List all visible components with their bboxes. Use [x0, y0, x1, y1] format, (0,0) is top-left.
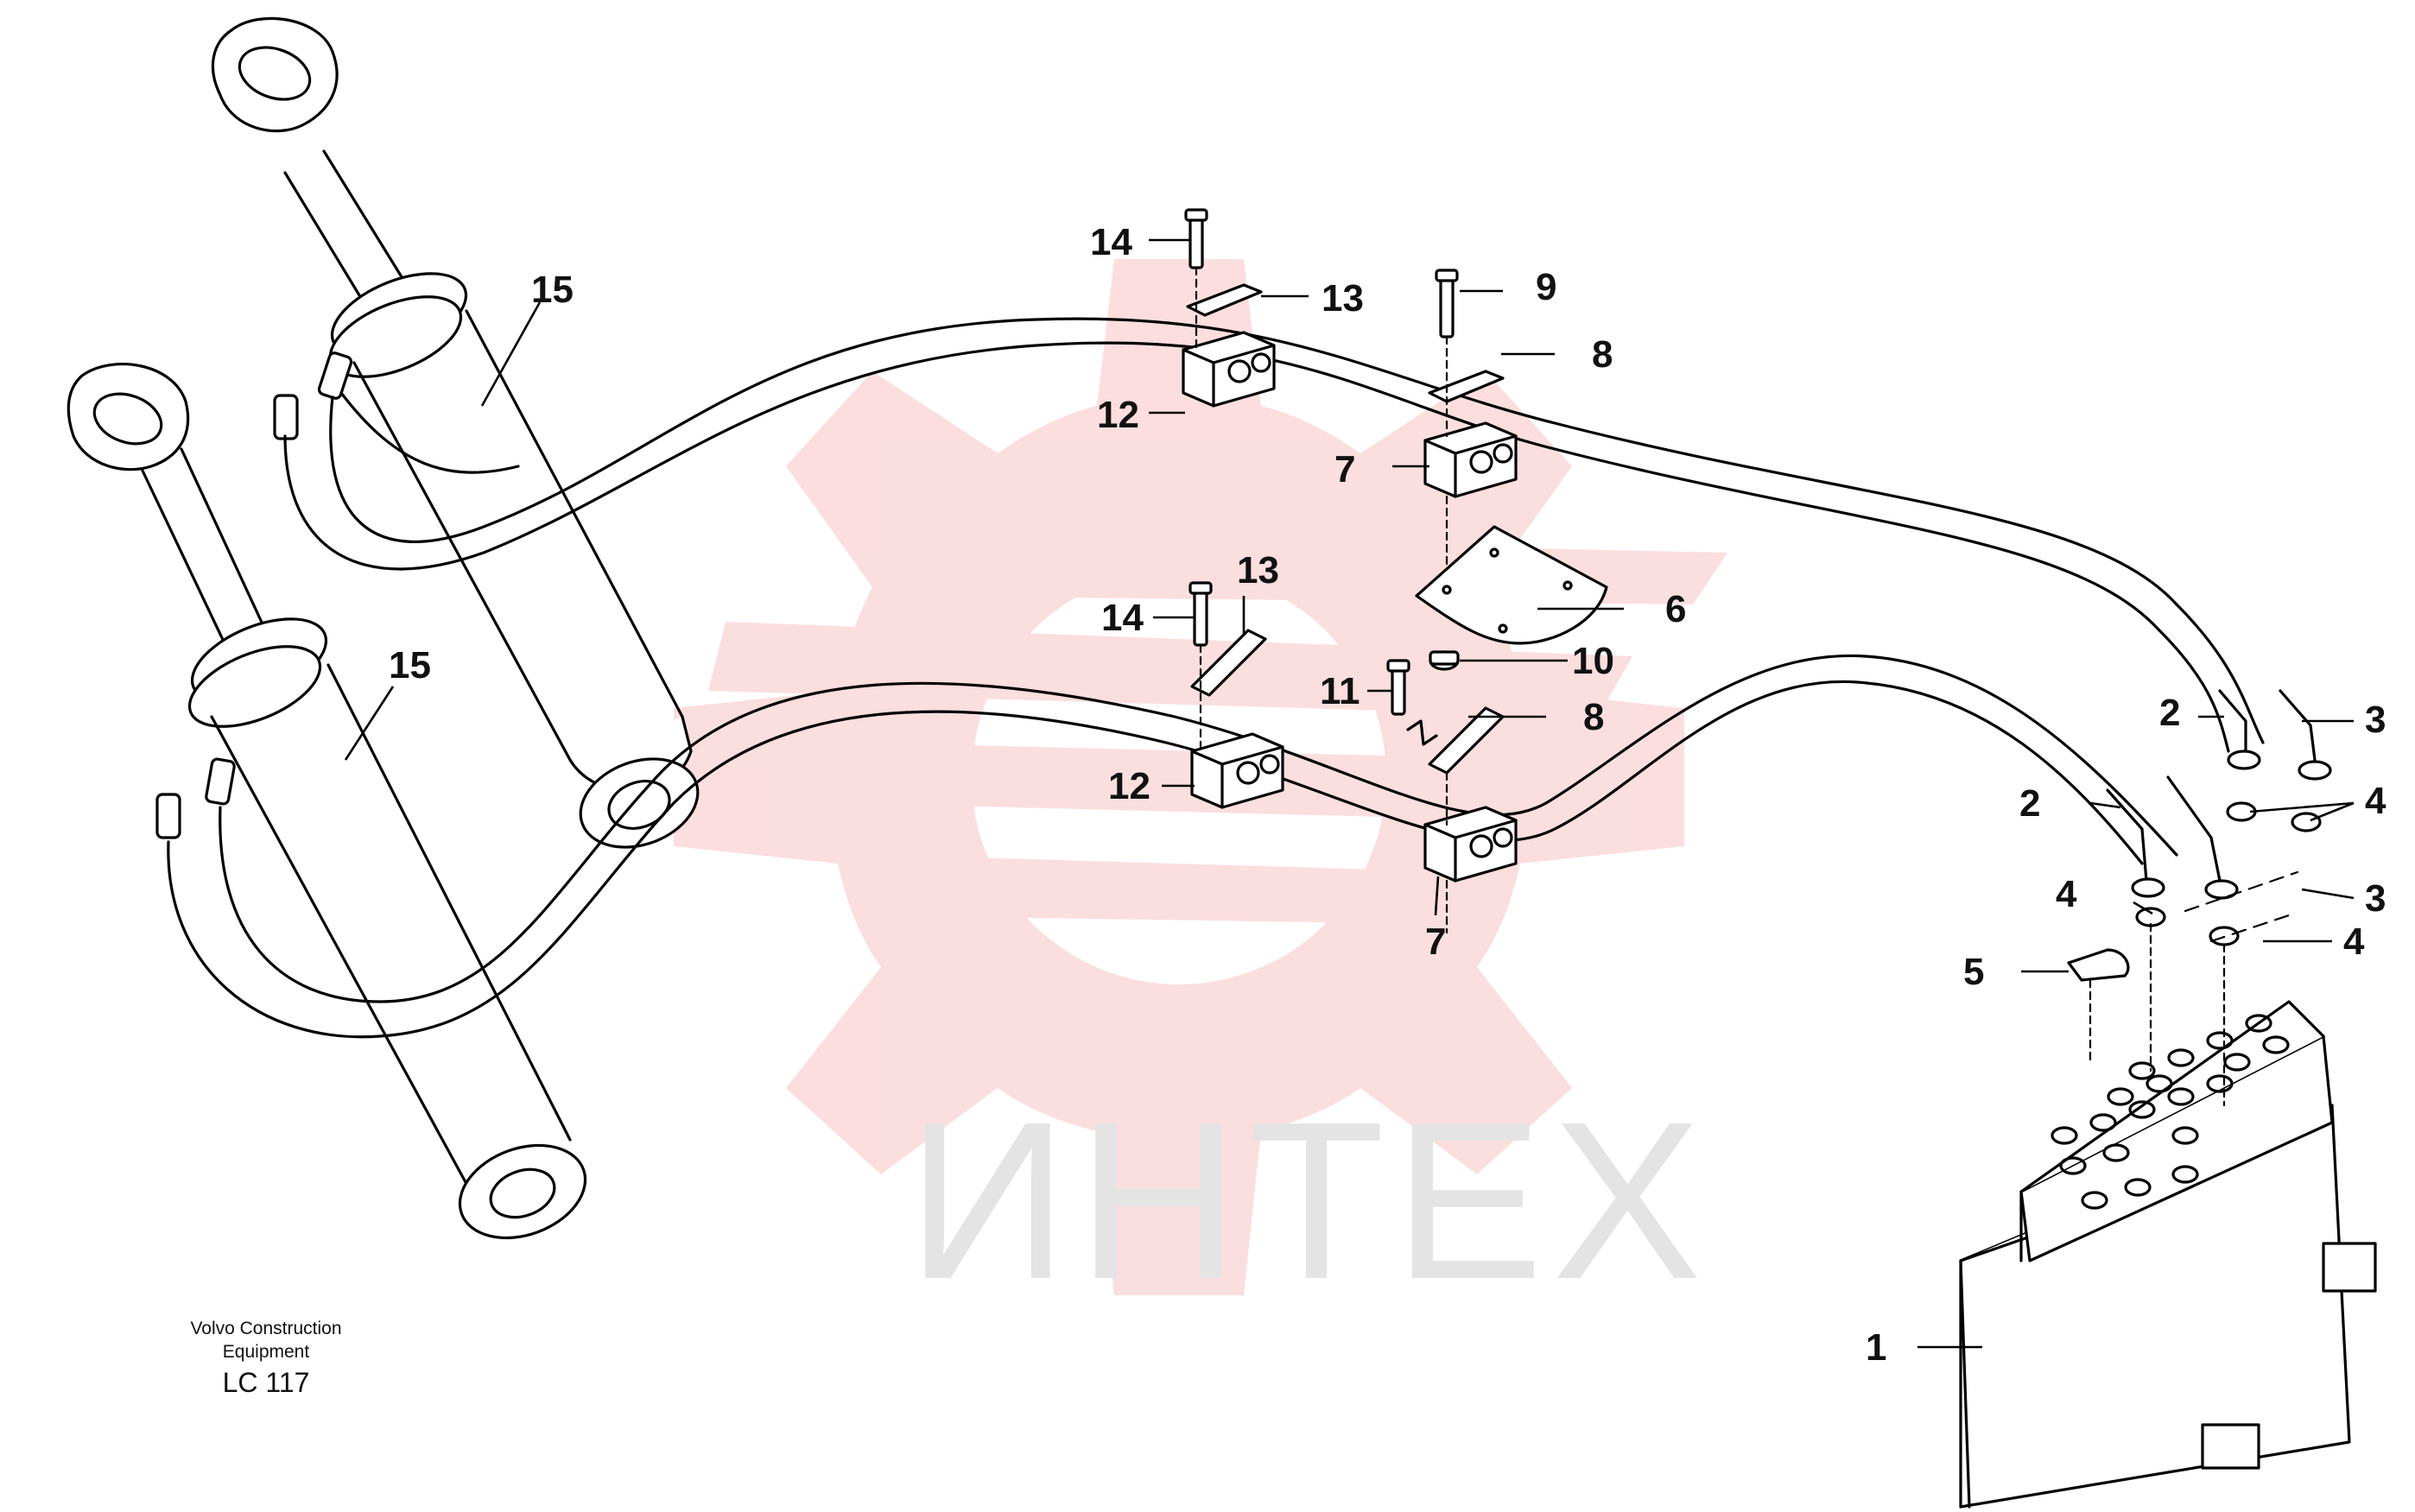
callout-3-lower: 3 — [2365, 877, 2386, 920]
callout-12-upper: 12 — [1097, 394, 1139, 436]
valve-ports — [2051, 1014, 2290, 1210]
callout-1: 1 — [1866, 1326, 1886, 1369]
caption-equipment: Equipment — [223, 1342, 310, 1362]
leader-lines — [344, 238, 2355, 1349]
watermark-text: ИНТЕХ — [907, 1076, 1710, 1326]
callout-10: 10 — [1572, 640, 1614, 682]
callout-12-lower: 12 — [1108, 765, 1150, 807]
callout-5: 5 — [1963, 951, 1984, 993]
callout-8-lower: 8 — [1583, 696, 1604, 738]
callout-14-upper: 14 — [1090, 221, 1132, 263]
drawing-caption: Volvo Construction Equipment LC 117 — [190, 1319, 341, 1398]
seal-rings — [2135, 801, 2322, 946]
callout-2-upper: 2 — [2159, 692, 2180, 734]
callout-4-lower: 4 — [2343, 920, 2365, 963]
callout-11: 11 — [1320, 670, 1360, 712]
clamp-assembly-upper-left — [1182, 208, 1276, 408]
cylinder-lower — [67, 363, 587, 1240]
callout-6: 6 — [1665, 588, 1686, 630]
callout-3-upper: 3 — [2365, 699, 2386, 741]
hose-fittings-left — [155, 351, 353, 839]
callout-15-upper: 15 — [531, 269, 574, 311]
caption-drawing-code: LC 117 — [223, 1367, 310, 1398]
callout-4-left: 4 — [2056, 873, 2077, 915]
callout-8-upper: 8 — [1592, 333, 1613, 376]
callout-9: 9 — [1536, 266, 1556, 308]
callout-7-upper: 7 — [1334, 448, 1355, 490]
callout-15-lower: 15 — [389, 644, 431, 686]
clamp-assembly-upper-right — [1415, 269, 1608, 671]
watermark-gear-icon — [674, 259, 1684, 1295]
callout-13-upper: 13 — [1322, 277, 1364, 319]
hose-ends-right — [2067, 689, 2332, 1107]
clamp-assembly-lower-right — [1386, 659, 1518, 934]
callout-4-upper: 4 — [2365, 780, 2386, 822]
control-valve-block — [1959, 1000, 2377, 1509]
clamp-assembly-lower-left — [1188, 581, 1284, 809]
watermark-logo: ИНТЕХ — [674, 259, 1727, 1326]
callout-13-lower: 13 — [1237, 549, 1279, 592]
caption-manufacturer: Volvo Construction — [190, 1319, 341, 1338]
callout-2-lower: 2 — [2019, 782, 2040, 825]
callout-7-lower: 7 — [1425, 920, 1446, 963]
callout-labels: 15 15 14 13 12 9 8 7 6 10 14 13 11 8 12 … — [389, 221, 2386, 1369]
callout-14-lower: 14 — [1101, 597, 1144, 639]
cylinder-upper — [211, 16, 700, 849]
